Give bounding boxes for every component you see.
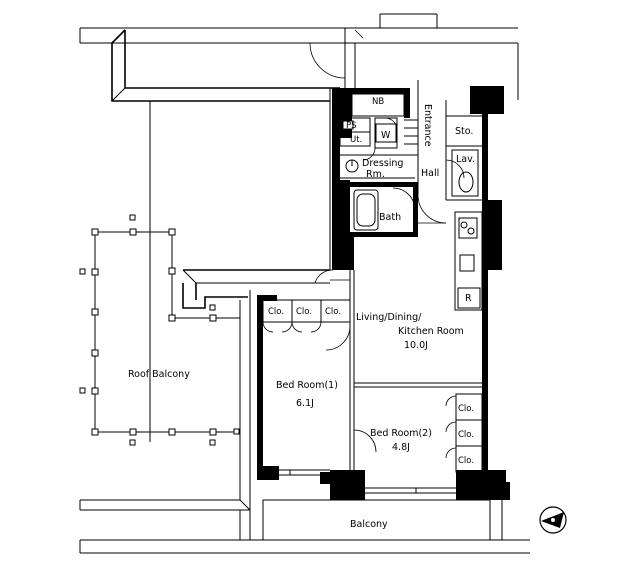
label-bed2-name: Bed Room(2) <box>370 428 432 439</box>
label-ldk-size: 10.0J <box>404 340 428 351</box>
label-closet-4: Clo. <box>458 404 474 414</box>
label-closet-1: Clo. <box>268 307 284 317</box>
walls <box>257 86 510 500</box>
label-bath: Bath <box>379 212 401 223</box>
label-bed1-name: Bed Room(1) <box>276 380 338 391</box>
label-balcony: Balcony <box>350 519 388 530</box>
label-closet-2: Clo. <box>296 307 312 317</box>
label-bed2-size: 4.8J <box>392 442 410 453</box>
doors <box>262 117 465 459</box>
label-dressing-2: Rm. <box>366 169 385 180</box>
label-lav: Lav. <box>456 154 475 165</box>
label-closet-3: Clo. <box>325 307 341 317</box>
label-w: W <box>381 130 391 141</box>
label-ldk-2: Kitchen Room <box>398 326 464 337</box>
fixtures <box>345 123 483 311</box>
label-closet-6: Clo. <box>458 456 474 466</box>
label-ut: Ut. <box>350 135 362 145</box>
interior-walls <box>262 80 491 541</box>
label-sto: Sto. <box>455 126 473 137</box>
label-fridge: R <box>465 293 472 304</box>
roof-balcony-railing <box>79 214 240 446</box>
label-hall: Hall <box>421 168 439 179</box>
label-ps: PS <box>346 121 357 131</box>
label-entrance: Entrance <box>422 104 433 147</box>
room-labels: NB PS Ut. W Entrance Sto. Dressing Rm. H… <box>128 97 475 530</box>
label-roof-balcony: Roof Balcony <box>128 369 190 380</box>
label-closet-5: Clo. <box>458 430 474 440</box>
label-ldk-1: Living/Dining/ <box>356 312 422 323</box>
north-arrow-icon <box>539 506 567 534</box>
label-nb: NB <box>372 97 384 107</box>
label-dressing-1: Dressing <box>362 158 403 169</box>
label-bed1-size: 6.1J <box>296 398 314 409</box>
